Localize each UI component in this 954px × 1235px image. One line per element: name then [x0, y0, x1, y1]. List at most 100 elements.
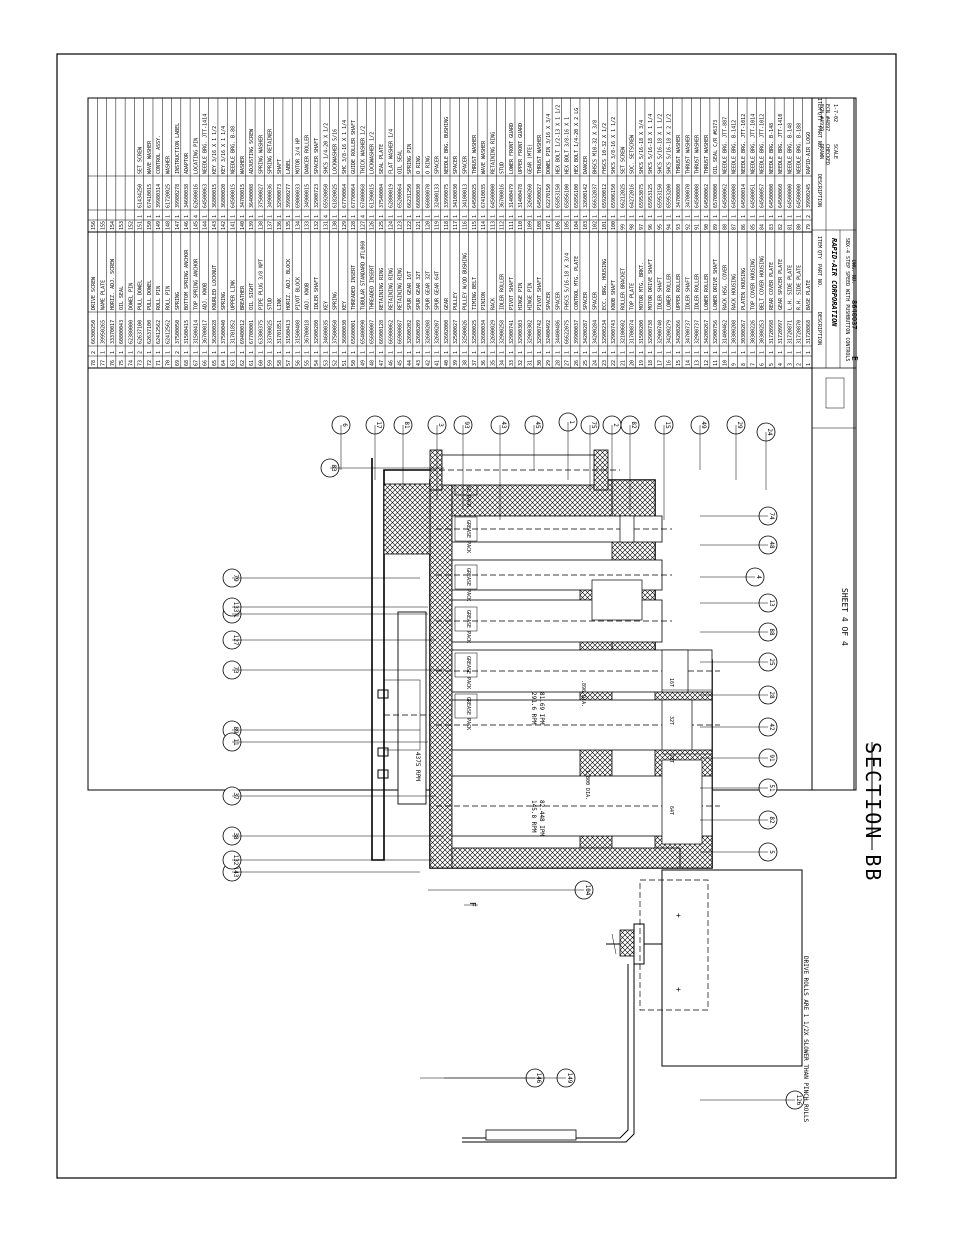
parts-left-qty-118: 1	[444, 215, 450, 218]
parts-left-item-138: 138	[258, 221, 264, 230]
parts-left-desc-109: GEAR (MTE)	[527, 144, 533, 174]
parts-left-part-138: 37500027	[258, 184, 264, 208]
parts-right-qty-78: 2	[91, 351, 97, 354]
grease-pack-3: GREASE PACK	[465, 610, 471, 643]
parts-left-item-153: 153	[119, 221, 125, 230]
parts-right-item-64: 64	[221, 360, 227, 366]
parts-right-qty-52: 1	[333, 351, 339, 354]
parts-right-desc-66: ADJ. KNOB	[203, 283, 209, 310]
parts-left-desc-111: LOWER FRONT GUARD	[509, 123, 515, 174]
parts-left-desc-127: THICK WASHER 1/2	[360, 126, 366, 174]
parts-left-qty-91: 1	[695, 215, 701, 218]
parts-left-qty-93: 1	[676, 215, 682, 218]
parts-right-item-12: 12	[704, 360, 710, 366]
parts-left-part-87: 64500008	[732, 184, 738, 208]
parts-right-desc-3: L.H. SIDE PLATE	[787, 265, 793, 310]
parts-right-desc-5: REAR COVER PLATE	[769, 262, 775, 310]
parts-left-part-83: 64500000	[769, 184, 775, 208]
parts-right-part-64: 37500040	[221, 320, 227, 344]
parts-left-desc-145: LOCATING PIN	[193, 138, 199, 174]
checked-label: CHECKED	[824, 144, 830, 165]
parts-right-item-48: 48	[370, 360, 376, 366]
parts-left-part-82: 64500060	[778, 184, 784, 208]
parts-left-qty-128: 1	[351, 215, 357, 218]
parts-right-item-23: 23	[602, 360, 608, 366]
parts-left-qty-104: 1	[574, 215, 580, 218]
section-bb-drawing: GREASE PACK GREASE PACK GREASE PACK GREA…	[371, 449, 885, 1143]
parts-right-item-13: 13	[695, 360, 701, 366]
parts-left-item-115: 115	[472, 221, 478, 230]
parts-right-part-14: 34700737	[685, 320, 691, 344]
parts-left-qty-101: 1	[602, 215, 608, 218]
balloon-label-81: 81	[403, 421, 410, 429]
parts-right-part-39: 32500027	[453, 320, 459, 344]
parts-right-desc-20: TOP PLATE	[630, 283, 636, 310]
parts-left-item-132: 132	[314, 221, 320, 230]
parts-left-item-104: 104	[574, 221, 580, 230]
parts-right-qty-58: 1	[277, 351, 283, 354]
parts-right-item-39: 39	[453, 360, 459, 366]
parts-left-desc-85: NEEDLE BRG. JTT-1014	[750, 114, 756, 174]
balloon-label-51: 51	[768, 784, 775, 792]
parts-right-item-74: 74	[128, 360, 134, 366]
parts-right-part-59: 33700025	[268, 320, 274, 344]
parts-right-desc-41: SPUR GEAR 64T	[435, 271, 441, 310]
parts-right-part-21: 32100602	[620, 320, 626, 344]
parts-right-qty-59: 1	[268, 351, 274, 354]
parts-left-item-140: 140	[240, 221, 246, 230]
parts-right-desc-35: RACK	[490, 298, 496, 310]
parts-right-desc-10: RACK HSG. COVER	[722, 264, 728, 310]
parts-right-part-35: 32600029	[490, 320, 496, 344]
parts-right-desc-54: IDLER SHAFT	[314, 277, 320, 310]
parts-right-item-67: 67	[193, 360, 199, 366]
parts-right-qty-1: 1	[806, 351, 812, 354]
parts-left-qty-123: 1	[398, 215, 404, 218]
parts-right-item-28: 28	[555, 360, 561, 366]
parts-right-part-11: 32900756	[713, 320, 719, 344]
parts-right-item-75: 75	[119, 360, 125, 366]
parts-right-desc-21: ROLLER BRACKET	[620, 268, 626, 310]
parts-left-qty-137: 1	[268, 215, 274, 218]
parts-right-part-42: 32600208	[425, 320, 431, 344]
date-1: 1-7-02	[832, 104, 838, 122]
parts-left-desc-128: GUIDE ROLLER SHAFT	[351, 120, 357, 174]
parts-left-part-121: 66080030	[416, 184, 422, 208]
parts-right-qty-73: 2	[138, 351, 144, 354]
parts-right-desc-76: HORIZ. ADJ. SCREW	[110, 258, 116, 310]
parts-right-part-12: 34200267	[704, 320, 710, 344]
parts-right-desc-27: FHSCS 5/16-18 X 3/4	[565, 253, 571, 310]
parts-left-item-131: 131	[323, 221, 329, 230]
parts-left-qty-129: 1	[342, 215, 348, 218]
parts-right-part-53: 34600035	[323, 320, 329, 344]
parts-header-part-l: PART NO.	[816, 126, 822, 150]
parts-right-part-5: 31720998	[769, 320, 775, 344]
parts-right-qty-19: 1	[639, 351, 645, 354]
parts-right-part-20: 31700874	[630, 320, 636, 344]
parts-left-desc-93: THRUST WASHER	[676, 134, 682, 174]
parts-left-item-99: 99	[620, 224, 626, 230]
balloon-label-126: 126	[795, 1095, 802, 1106]
parts-right-item-45: 45	[398, 360, 404, 366]
parts-left-item-108: 108	[537, 221, 543, 230]
parts-right-desc-63: UPPER LINK	[230, 280, 236, 310]
parts-right-item-6: 6	[760, 363, 766, 366]
parts-left-desc-100: SHCS 3/8-16 X 1 1/2	[611, 117, 617, 174]
